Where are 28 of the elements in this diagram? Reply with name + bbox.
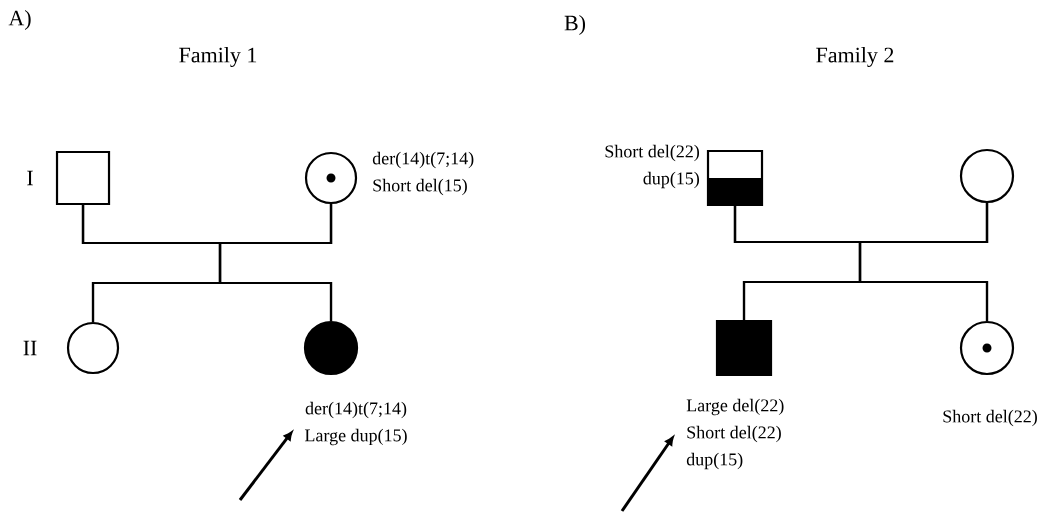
family-heading: Family 1: [179, 47, 257, 67]
proband-arrow: [620, 436, 674, 512]
panel-letter: B): [564, 15, 586, 35]
circle-symbol: [959, 320, 1015, 376]
proband-arrow: [238, 431, 293, 501]
annotation-text: dup(15): [643, 171, 699, 189]
descent-line: [218, 204, 333, 321]
annotation-text: der(14)t(7;14): [305, 401, 407, 419]
annotation-text: Short del(22): [943, 409, 1037, 427]
square-symbol: [706, 149, 764, 207]
circle-symbol: [304, 151, 358, 205]
square-symbol: [55, 150, 111, 206]
annotation-text: Large del(22): [686, 398, 784, 416]
annotation-text: Large dup(15): [304, 428, 407, 446]
annotation-text: Short del(22): [605, 144, 700, 162]
generation-label: II: [23, 340, 37, 356]
square-symbol: [715, 319, 773, 377]
generation-label: I: [27, 170, 33, 186]
panel-letter: A): [8, 10, 31, 30]
circle-symbol: [303, 320, 359, 376]
family-heading: Family 2: [816, 47, 894, 67]
descent-line: [858, 203, 989, 321]
annotation-text: Short del(15): [373, 178, 467, 196]
annotation-text: dup(15): [686, 452, 743, 470]
annotation-text: Short del(22): [687, 425, 781, 443]
circle-symbol: [66, 321, 120, 375]
annotation-text: der(14)t(7;14): [372, 151, 474, 169]
circle-symbol: [959, 148, 1015, 204]
